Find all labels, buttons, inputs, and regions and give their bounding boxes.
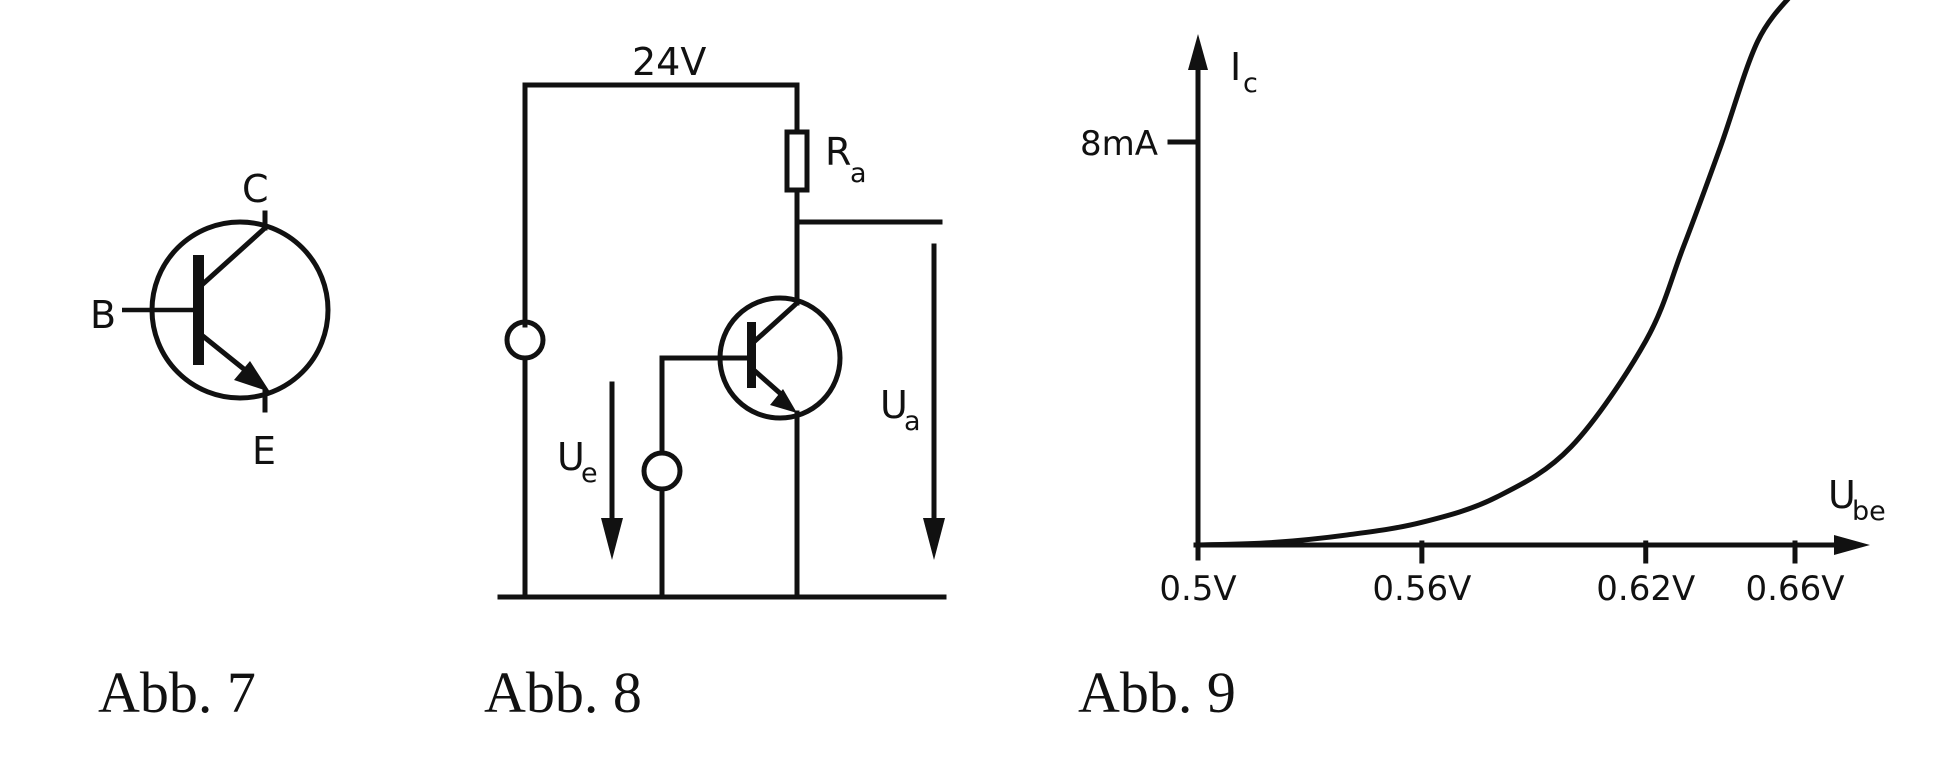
fig9-x-tick-label: 0.66V [1746,569,1845,609]
fig9-x-axis-label: U [1828,473,1856,517]
fig7-base-bar [193,255,204,365]
fig9-y-axis-arrowhead [1188,34,1208,70]
fig8-input-source [641,450,683,492]
fig7-emitter-arrow [234,361,270,392]
fig9-ticks: 0.5V 0.56V 0.62V 0.66V 8mA [1080,124,1845,609]
fig8-output-voltage-label-sub: a [904,406,921,437]
fig8-resistor [784,129,810,193]
fig7-collector-lead [200,224,269,287]
fig9-y-axis-label-sub: c [1243,68,1258,99]
fig7-transistor-symbol: C B E Abb. 7 [90,167,331,725]
fig8-output-voltage-label: U [880,383,908,427]
fig7-emitter-label: E [252,429,276,473]
fig9-caption: Abb. 9 [1078,660,1236,725]
fig8-input-voltage-label-sub: e [581,458,598,489]
fig8-output-voltage-arrowhead [923,518,945,560]
fig8-resistor-label: R [825,130,851,174]
fig9-x-tick-label: 0.56V [1372,569,1471,609]
fig9-series [1195,0,1791,548]
fig9-x-tick-label: 0.62V [1596,569,1695,609]
fig9-characteristic-curve [1195,0,1791,548]
fig8-resistor-label-sub: a [850,158,867,189]
fig7-caption: Abb. 7 [98,660,256,725]
fig9-x-axis-arrowhead [1834,535,1870,555]
fig8-base-bar [747,322,756,388]
fig9-x-tick-label: 0.5V [1159,569,1236,609]
fig8-circuit: 24V R a U e U a Abb. 8 [484,40,947,725]
fig8-input-voltage-arrowhead [601,518,623,560]
fig9-y-axis-label: I [1230,45,1241,89]
fig8-supply-label: 24V [632,40,706,84]
fig7-base-label: B [90,293,116,337]
fig9-x-axis-label-sub: be [1852,496,1886,527]
fig8-base-wire [659,355,750,456]
fig8-caption: Abb. 8 [484,660,642,725]
fig8-transistor-emitter-lead [752,368,786,399]
fig8-supply-wire [522,82,800,328]
fig9-y-tick-label: 8mA [1080,124,1158,164]
fig8-emitter-arrow [770,389,797,413]
fig8-transistor-collector-lead [752,299,801,344]
fig7-collector-label: C [242,167,269,211]
fig8-input-voltage-label: U [557,435,585,479]
fig9-characteristic-chart: 0.5V 0.56V 0.62V 0.66V 8mA I c U be Abb. 9 [1078,0,1886,725]
